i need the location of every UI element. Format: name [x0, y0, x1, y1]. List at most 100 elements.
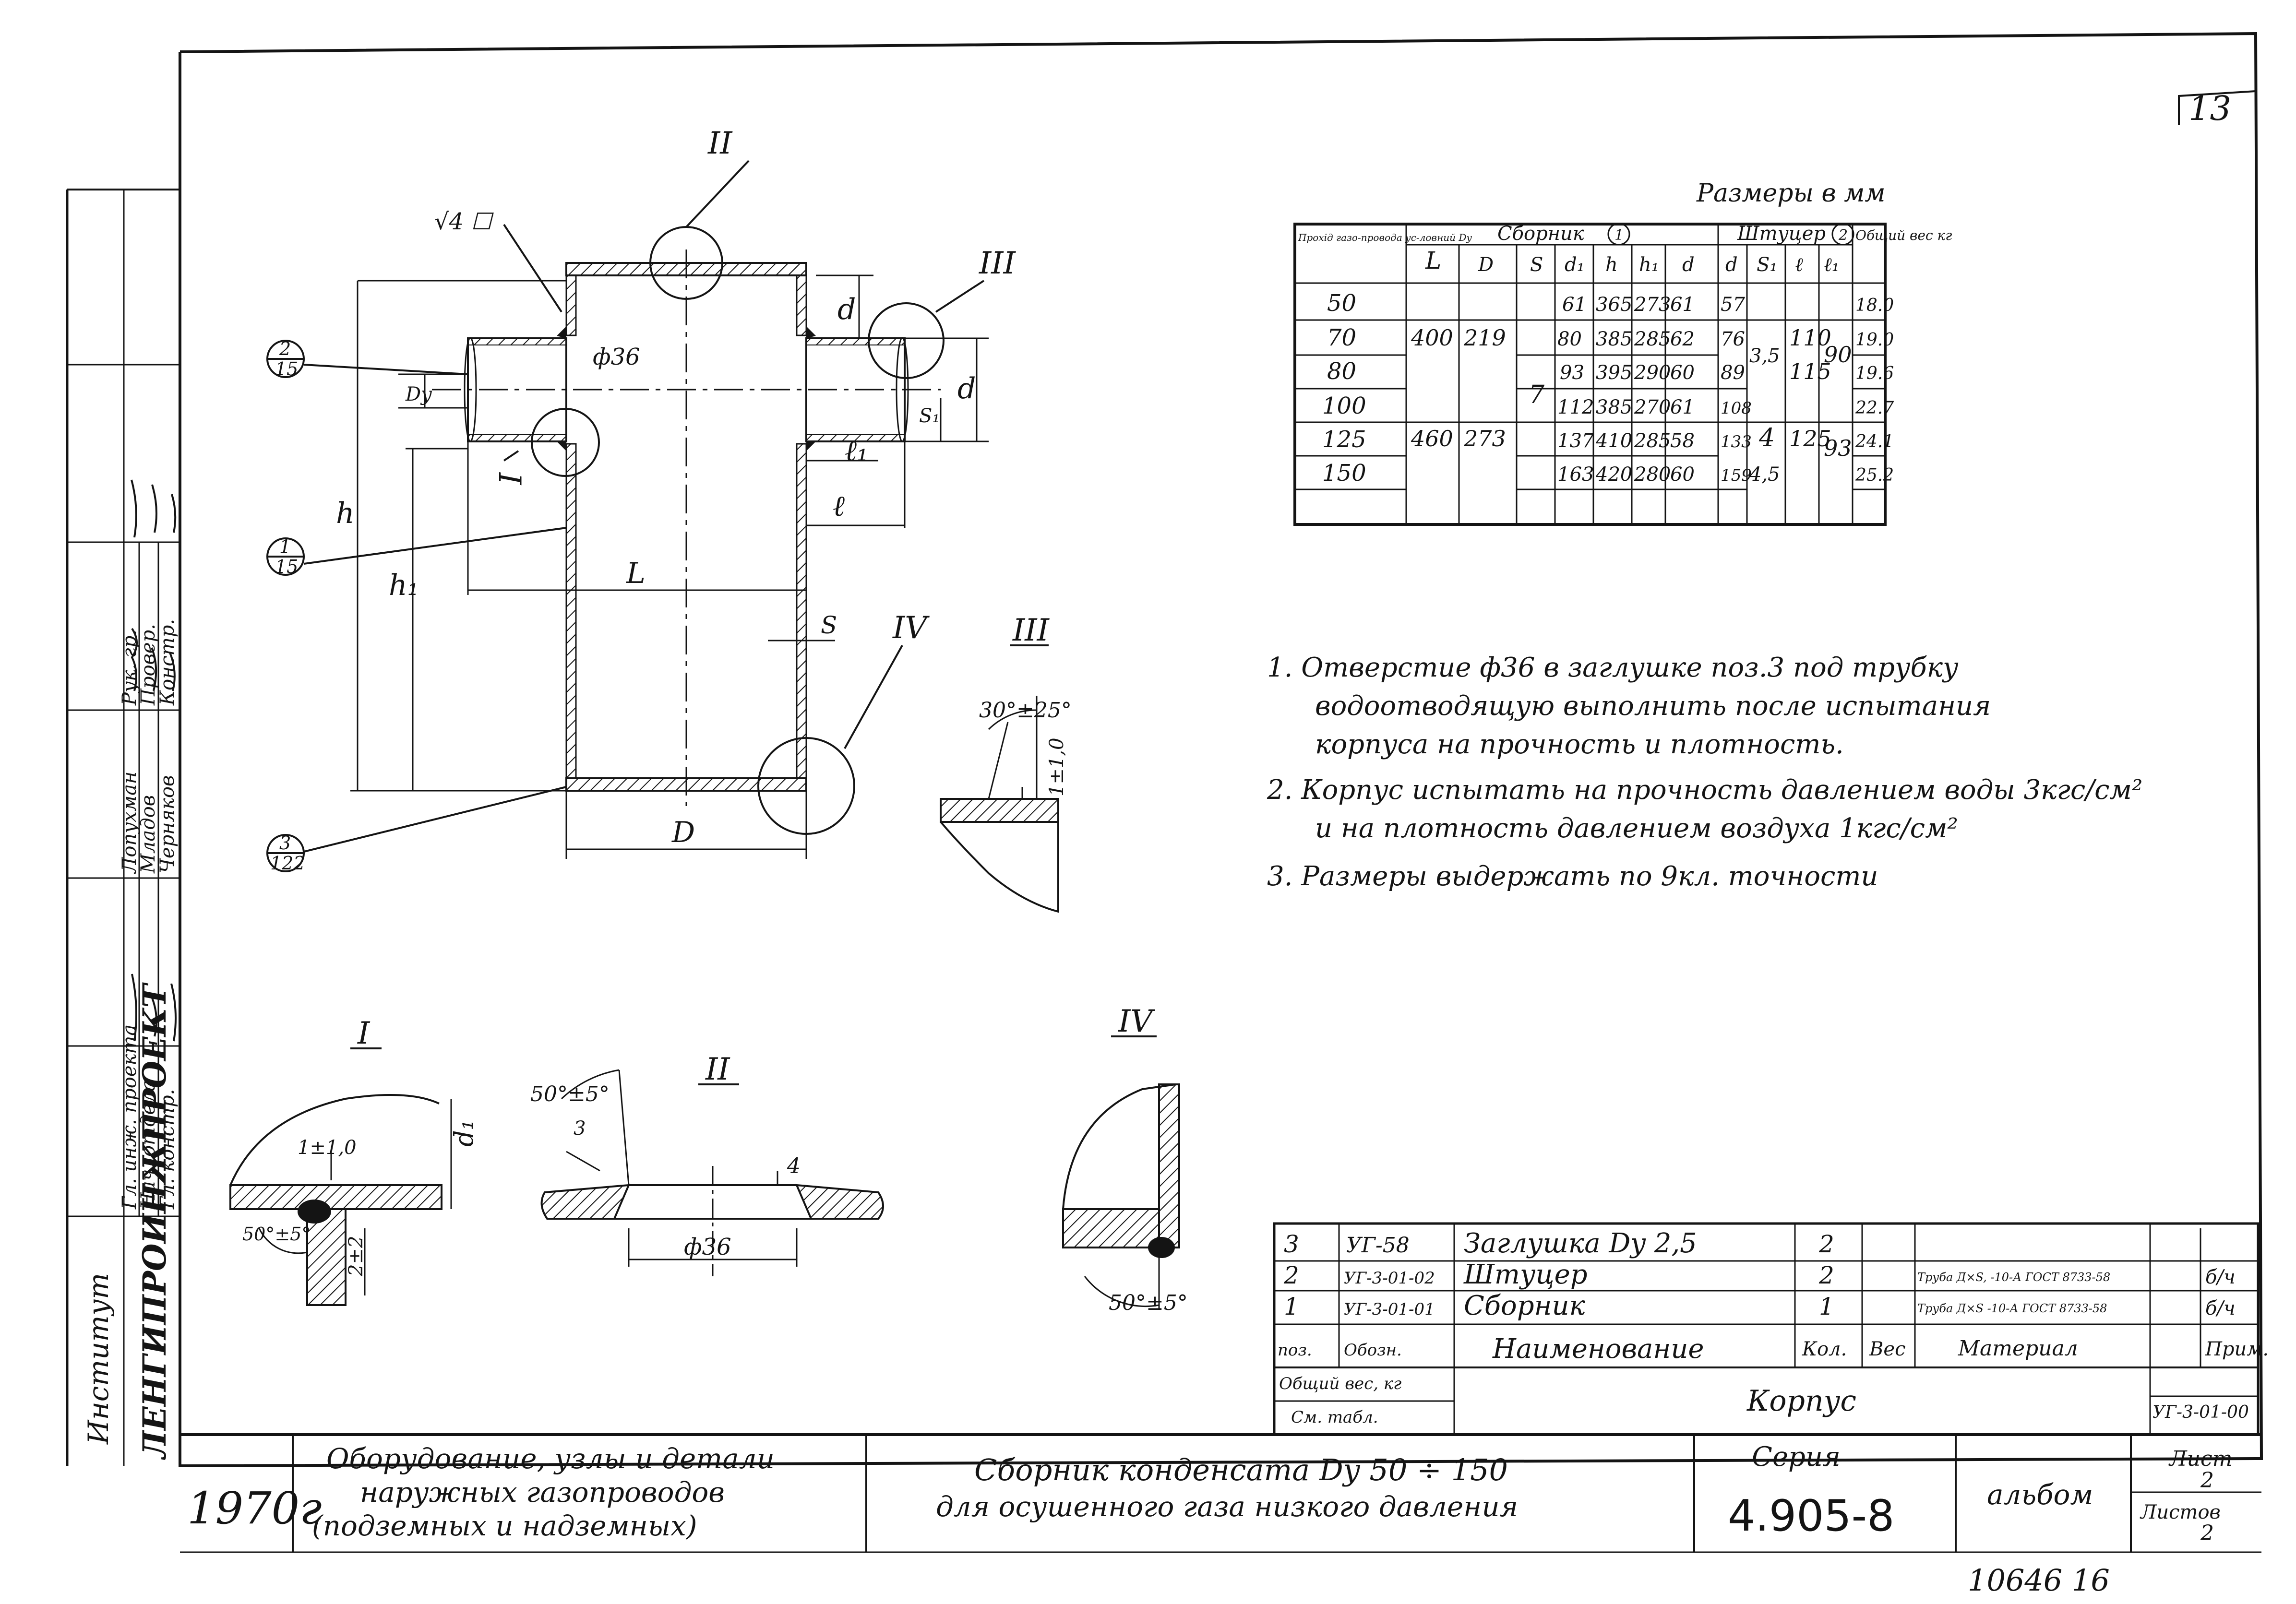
L-400: 400 [1411, 325, 1453, 351]
note-1b: водоотводящую выполнить после испытания [1315, 690, 1991, 722]
s1-2: 4,5 [1749, 463, 1780, 486]
th-sbornik: Сборник [1497, 223, 1584, 245]
series-label: Серия [1752, 1441, 1841, 1473]
series-number: 4.905-8 [1728, 1491, 1894, 1541]
name-2: Младов [137, 795, 159, 874]
l-2: 125 [1789, 426, 1831, 451]
title-block [180, 1433, 2261, 1553]
h-1: 385 [1596, 328, 1632, 350]
th-l: ℓ [1795, 254, 1803, 276]
dy-100: 100 [1322, 392, 1366, 419]
bom-pos-3: 3 [1284, 1230, 1299, 1258]
bom-qty-2: 2 [1818, 1261, 1834, 1289]
h1-1: 285 [1634, 328, 1671, 350]
detail-II-dim4: 4 [787, 1154, 801, 1178]
dims-table [1293, 223, 1887, 526]
h1-5: 280 [1634, 463, 1671, 486]
dim-L: L [626, 557, 646, 590]
dim-d-top: d [837, 293, 856, 326]
dy-125: 125 [1322, 426, 1366, 453]
dd-2: 89 [1721, 362, 1745, 384]
dy-80: 80 [1327, 358, 1356, 385]
h-5: 420 [1595, 463, 1632, 486]
h1-0: 273 [1634, 294, 1671, 316]
l1-1: 93 [1824, 435, 1852, 461]
bom-pos-1: 1 [1284, 1293, 1299, 1320]
d-4: 58 [1670, 430, 1695, 452]
name-3: Черняков [156, 775, 179, 873]
d-2: 60 [1670, 362, 1695, 384]
detail-III: III [940, 613, 1059, 913]
page-number-corner [2178, 90, 2256, 125]
marker-IV: IV [892, 610, 930, 646]
detail-IV-angle: 50°±5° [1109, 1291, 1188, 1315]
dim-D: D [671, 816, 695, 849]
D-219: 219 [1463, 325, 1506, 351]
bom-note-1: б/ч [2205, 1297, 2236, 1319]
th-l1: ℓ₁ [1824, 254, 1840, 276]
weight-2: 19.6 [1855, 364, 1894, 383]
th-d: d [1682, 254, 1695, 276]
leader-3-top: 3 [279, 832, 291, 854]
detail-II-phi36: ф36 [684, 1234, 731, 1260]
note-1c: корпуса на прочность и плотность. [1315, 729, 1844, 760]
dy-150: 150 [1322, 460, 1366, 487]
signature-scribbles [131, 479, 177, 1042]
detail-II: II [540, 1052, 884, 1276]
title-subject-1: Оборудование, узлы и детали [326, 1442, 775, 1475]
bom-mat-1: Труба Д×S -10-А ГОСТ 8733-58 [1917, 1302, 2107, 1315]
role-designer: Констр. [156, 619, 179, 706]
sheet-number: 2 [2200, 1468, 2214, 1493]
doc-item: Корпус [1746, 1384, 1856, 1418]
detail-III-gap: 1±1,0 [1046, 737, 1068, 796]
dd-5: 159 [1721, 466, 1752, 485]
name-1: Лопухман [119, 772, 141, 874]
note-1a: 1. Отверстие ф36 в заглушке поз.3 под тр… [1267, 652, 1959, 683]
h-2: 395 [1596, 362, 1632, 384]
th-s1: S₁ [1757, 254, 1777, 276]
l-1: 115 [1789, 358, 1831, 384]
weight-3: 22.7 [1855, 398, 1894, 418]
note-2b: и на плотность давлением воздуха 1кгс/см… [1315, 813, 1958, 844]
detail-markers [503, 160, 985, 749]
detail-IV: IV [1062, 1004, 1180, 1310]
th-d1: d₁ [1565, 254, 1585, 276]
detail-II-weld: 3 [574, 1117, 586, 1140]
dim-h1: h₁ [389, 569, 419, 602]
dim-s: S [821, 611, 837, 639]
bom-head-wt: Вес [1869, 1338, 1905, 1360]
detail-I: I [229, 1016, 452, 1306]
doc-weight-label: Общий вес, кг [1279, 1374, 1401, 1393]
leader-1-bottom: 15 [275, 556, 298, 577]
L-460: 460 [1411, 426, 1453, 451]
s1-0: 3,5 [1749, 345, 1780, 367]
doc-code: УГ-3-01-00 [2152, 1402, 2249, 1422]
th-D: D [1478, 254, 1494, 276]
d-1: 62 [1670, 328, 1695, 350]
d-5: 60 [1670, 463, 1695, 486]
doc-weight-ref: См. табл. [1291, 1408, 1378, 1427]
title-year: 1970г [187, 1483, 322, 1534]
dim-s1: S₁ [919, 405, 940, 427]
institute-label: Институт [82, 1273, 115, 1445]
bom-mat-2: Труба Д×S, -10-А ГОСТ 8733-58 [1917, 1271, 2110, 1284]
marker-II: II [707, 126, 733, 161]
bom-ref-2: УГ-3-01-02 [1344, 1269, 1435, 1288]
h1-3: 270 [1634, 396, 1671, 418]
th-weight: Общий вес кг [1855, 227, 1952, 243]
main-dimensions [350, 274, 989, 859]
bom-head-ref: Обозн. [1344, 1341, 1402, 1360]
d1-1: 80 [1557, 328, 1582, 350]
th-sbornik-num: 1 [1614, 227, 1624, 244]
role-chief-engineer: Гл. инж. проекта [119, 1024, 141, 1210]
marker-I: I [491, 472, 527, 486]
h-3: 385 [1596, 396, 1632, 418]
th-shtucer-num: 2 [1838, 227, 1848, 244]
roughness-mark: √4 ☐ [434, 208, 494, 235]
role-dept-head: Нач. отдела [137, 1080, 159, 1210]
bom-note-2: б/ч [2205, 1266, 2236, 1288]
th-L: L [1425, 247, 1441, 274]
D-273: 273 [1463, 426, 1506, 451]
leader-2-bottom: 15 [275, 358, 298, 380]
